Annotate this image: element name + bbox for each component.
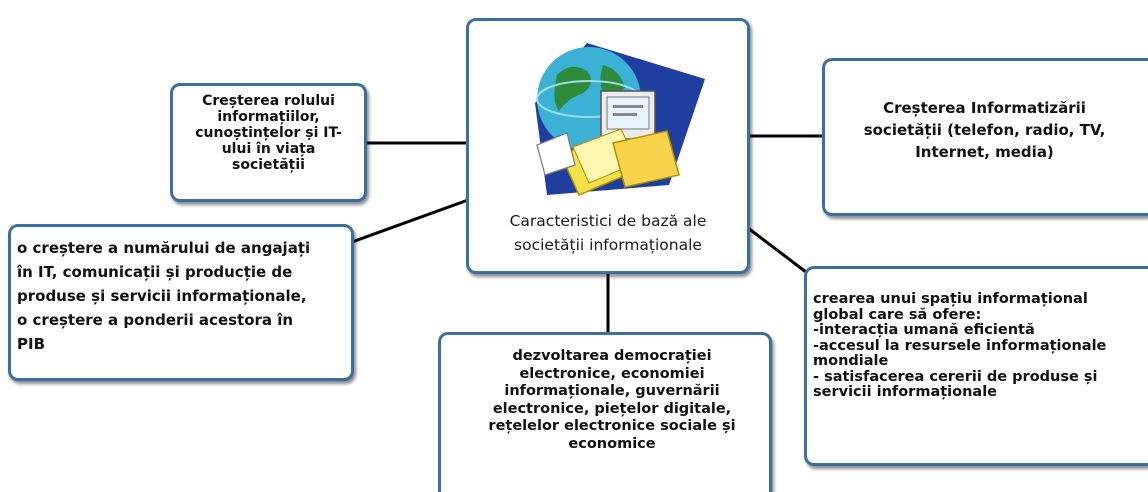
- central-title: Caracteristici de bază ale societății in…: [509, 212, 707, 254]
- node-bottom-center-text: dezvoltarea democrației electronice, eco…: [488, 348, 736, 452]
- node-bottom-center: dezvoltarea democrației electronice, eco…: [438, 332, 772, 492]
- node-middle-left: o creștere a numărului de angajați în IT…: [8, 224, 354, 381]
- connector-lines: [351, 134, 824, 334]
- connector-middle-left: [351, 198, 469, 244]
- node-top-right: Creșterea Informatizării societății (tel…: [822, 58, 1148, 216]
- node-top-left-text: Creșterea rolului informațiilor, cunoști…: [195, 93, 342, 173]
- node-bottom-right: crearea unui spațiu informațional global…: [804, 266, 1148, 466]
- node-top-right-text: Creșterea Informatizării societății (tel…: [863, 99, 1106, 161]
- node-middle-left-text: o creștere a numărului de angajați în IT…: [17, 239, 311, 353]
- connector-bottom-right: [747, 226, 807, 274]
- computer-globe-icon: [535, 43, 705, 196]
- central-node: Caracteristici de bază ale societății in…: [466, 18, 750, 274]
- node-bottom-right-text: crearea unui spațiu informațional global…: [813, 291, 1107, 400]
- node-top-left: Creșterea rolului informațiilor, cunoști…: [170, 83, 367, 202]
